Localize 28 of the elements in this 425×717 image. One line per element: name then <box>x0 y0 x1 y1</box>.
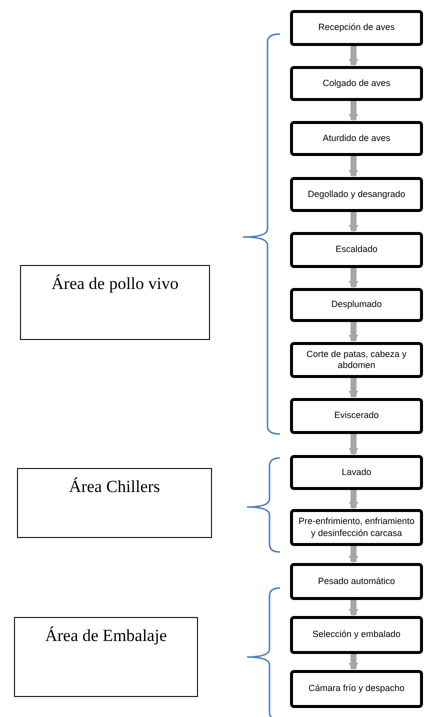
process-box: Lavado <box>290 455 423 490</box>
process-box: Corte de patas, cabeza y abdomen <box>290 342 423 378</box>
arrow <box>348 378 358 398</box>
process-box: Aturdido de aves <box>290 121 423 156</box>
arrow <box>348 268 358 288</box>
arrow <box>348 600 358 616</box>
area-label-box: Área Chillers <box>17 468 212 538</box>
arrow <box>348 212 358 232</box>
process-box: Cámara frío y despacho <box>290 670 423 708</box>
process-box: Degollado y desangrado <box>290 177 423 212</box>
arrow <box>348 101 358 121</box>
process-box: Pre-enfrimiento, enfriamiento y desinfección carcasa <box>290 509 423 546</box>
arrow <box>348 156 358 177</box>
process-box: Escaldado <box>290 232 423 268</box>
process-box: Selección y embalado <box>290 616 423 654</box>
process-box: Colgado de aves <box>290 66 423 101</box>
area-label-box: Área de pollo vivo <box>20 265 210 340</box>
process-box: Recepción de aves <box>290 10 423 46</box>
arrow <box>348 434 358 455</box>
arrow <box>348 490 358 509</box>
process-box: Eviscerado <box>290 398 423 434</box>
arrow <box>348 654 358 670</box>
arrow <box>348 322 358 342</box>
arrow <box>348 546 358 563</box>
process-box: Pesado automático <box>290 563 423 600</box>
process-box: Desplumado <box>290 288 423 322</box>
arrow <box>348 46 358 66</box>
area-label-box: Área de Embalaje <box>14 617 198 697</box>
